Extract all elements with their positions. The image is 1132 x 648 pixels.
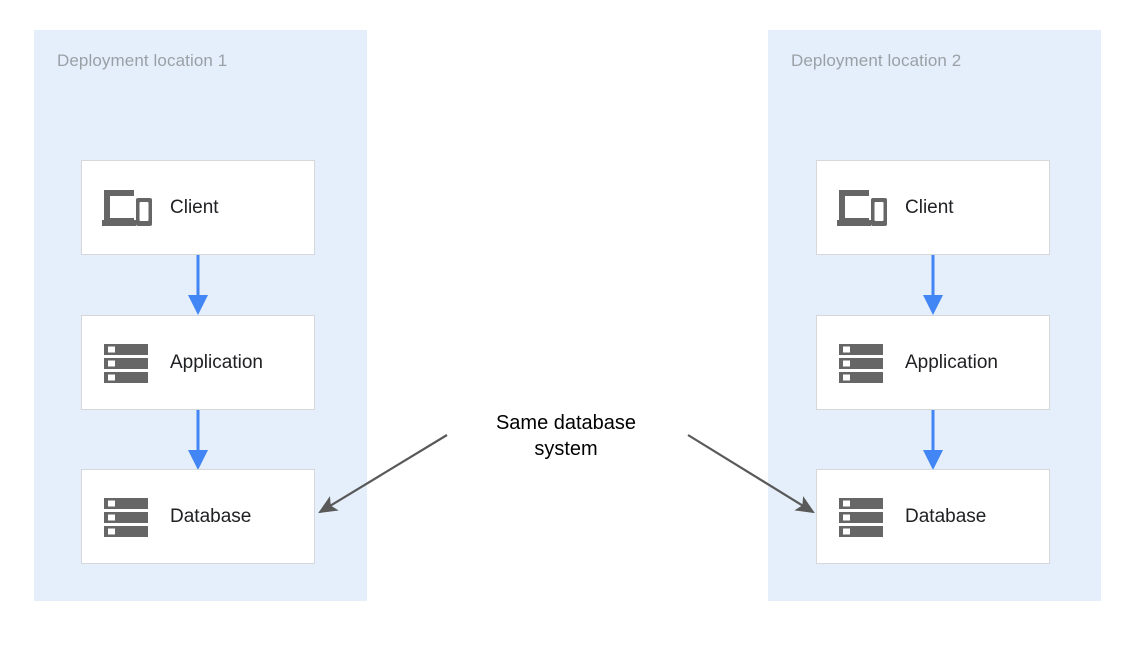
node-label-database-2: Database	[905, 505, 987, 527]
node-application-2[interactable]: Application	[816, 315, 1050, 410]
node-client-1[interactable]: Client	[81, 160, 315, 255]
node-database-2[interactable]: Database	[816, 469, 1050, 564]
node-label-application-2: Application	[905, 351, 998, 373]
annotation-line-2: system	[534, 438, 598, 460]
flow-arrow-application-1-to-database-1	[184, 410, 212, 470]
zone-title-deployment-location-1: Deployment location 1	[57, 51, 228, 70]
server-icon	[100, 495, 152, 539]
server-icon	[835, 495, 887, 539]
node-label-client-1: Client	[170, 196, 219, 218]
node-label-client-2: Client	[905, 196, 954, 218]
node-application-1[interactable]: Application	[81, 315, 315, 410]
node-label-application-1: Application	[170, 351, 263, 373]
server-icon	[835, 341, 887, 385]
flow-arrow-application-2-to-database-2	[919, 410, 947, 470]
node-database-1[interactable]: Database	[81, 469, 315, 564]
flow-arrow-client-2-to-application-2	[919, 255, 947, 315]
annotation-same-database-system: Same database system	[496, 410, 636, 462]
flow-arrow-client-1-to-application-1	[184, 255, 212, 315]
annotation-line-1: Same database	[495, 412, 637, 434]
node-label-database-1: Database	[170, 505, 252, 527]
devices-icon	[100, 186, 152, 230]
devices-icon	[835, 186, 887, 230]
server-icon	[100, 341, 152, 385]
node-client-2[interactable]: Client	[816, 160, 1050, 255]
zone-title-deployment-location-2: Deployment location 2	[791, 51, 962, 70]
